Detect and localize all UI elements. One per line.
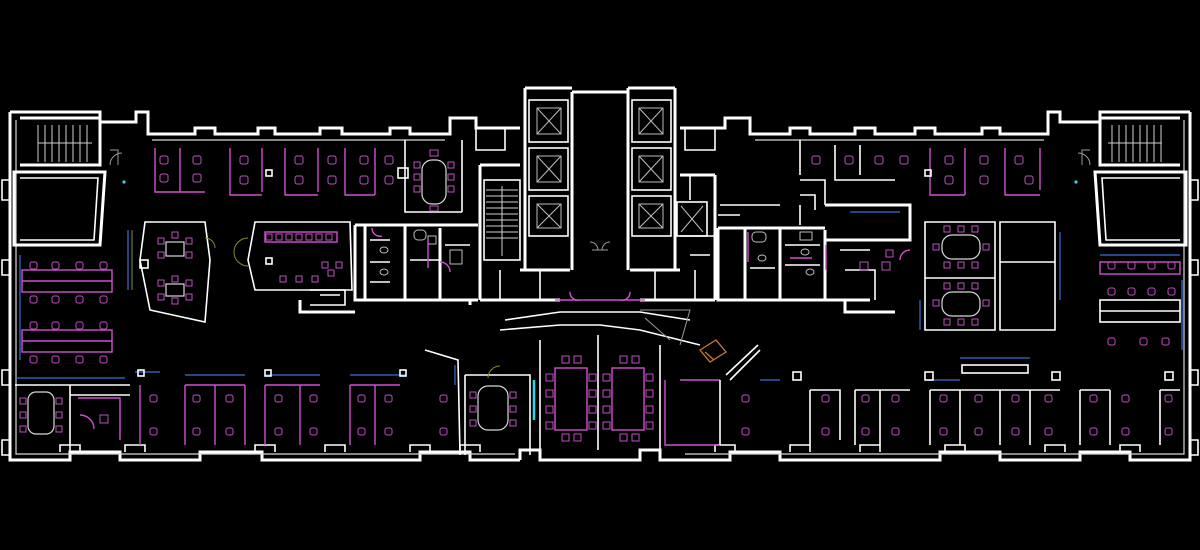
west-meeting-room-1 [131,221,216,323]
west-stairwell [12,116,126,247]
west-training-room [233,221,353,291]
center-south-conference [464,309,761,455]
east-open-office [1099,254,1183,350]
central-core [478,86,717,302]
corridor-walls [298,128,895,314]
west-conference-room-small [404,140,463,213]
east-stairwell [1074,116,1188,247]
west-upper-workstations [154,148,409,196]
east-lower-workstations [741,357,1180,445]
east-meeting-rooms [919,221,1061,331]
west-open-office [19,230,129,364]
west-lower-rooms [15,377,130,452]
west-restrooms [310,223,478,306]
west-lower-workstations [135,349,461,456]
east-restrooms [716,179,912,302]
east-upper-workstations [799,140,1041,196]
